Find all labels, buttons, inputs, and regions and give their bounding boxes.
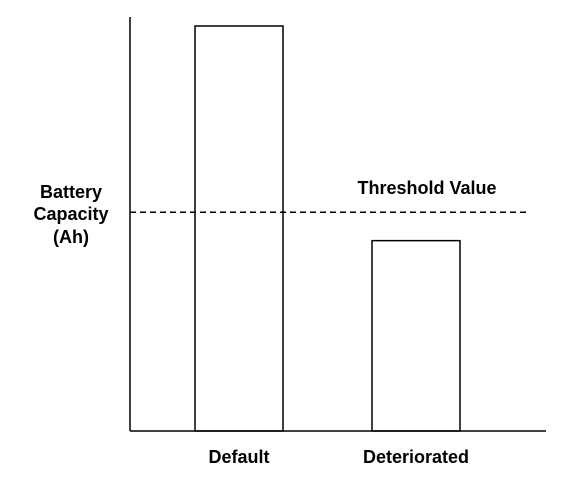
y-axis-label-line-1: Battery: [40, 182, 102, 202]
bar-default: [194, 25, 284, 432]
bar-deteriorated: [371, 239, 461, 432]
threshold-label: Threshold Value: [357, 178, 496, 198]
x-tick-label-default: Default: [208, 447, 269, 467]
x-tick-labels: Default Deteriorated: [208, 447, 469, 467]
y-axis-label-line-2: Capacity: [33, 204, 108, 224]
x-tick-label-deteriorated: Deteriorated: [363, 447, 469, 467]
y-axis-label-line-3: (Ah): [53, 227, 89, 247]
bars: [194, 25, 461, 432]
